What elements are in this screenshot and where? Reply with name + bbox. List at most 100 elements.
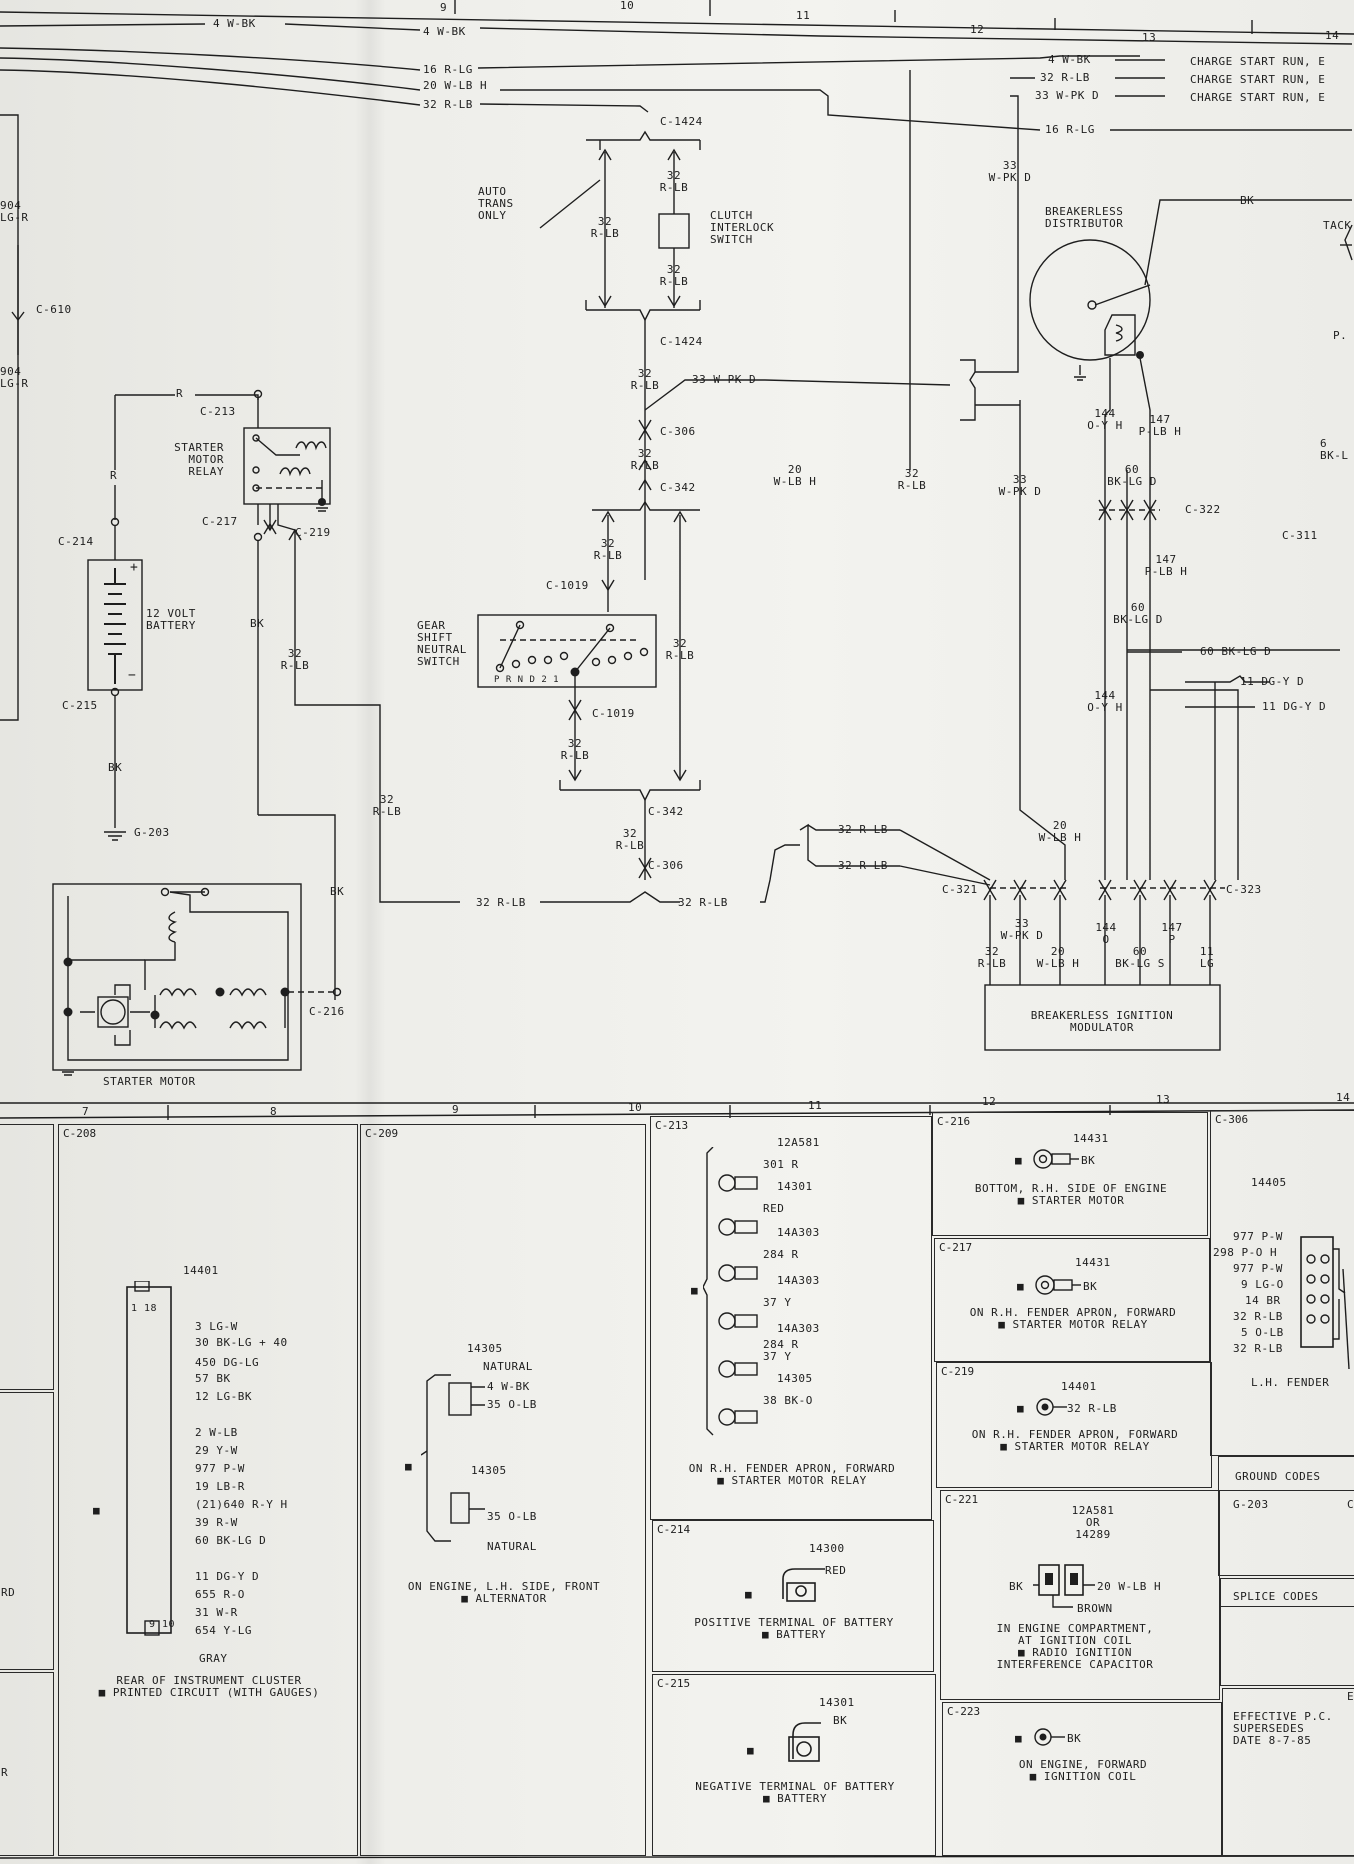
gear-contact: [607, 655, 617, 665]
c306-connector-body: [1300, 1236, 1350, 1369]
c208-pin: 655 R-O: [195, 1588, 245, 1601]
connector-label: C-322: [1185, 503, 1221, 516]
cell-id: C-209: [365, 1127, 399, 1140]
bullet: ■: [1015, 1154, 1023, 1167]
column-number: 12: [982, 1095, 997, 1108]
connector-label: C-216: [309, 1005, 345, 1018]
wire-label: 147 P: [1161, 921, 1183, 946]
wire-60-horizontal: [1127, 649, 1340, 653]
wire-label: 144 O-Y H: [1087, 407, 1123, 432]
wire-label: 147 P-LB H: [1138, 413, 1182, 438]
wire-label: 301 R: [763, 1158, 799, 1171]
gear-switch-box: [477, 614, 657, 688]
clutch-switch-label: CLUTCH INTERLOCK SWITCH: [710, 209, 775, 246]
gear-contact: [623, 651, 633, 661]
module-label: BREAKERLESS IGNITION MODULATOR: [1030, 1009, 1174, 1034]
cell-id: C-215: [657, 1677, 691, 1690]
c1424b-ticks: [585, 300, 701, 310]
wire-bk-tach: [1144, 199, 1352, 286]
wire-32-branch-a: [799, 823, 900, 867]
relay-arm: [255, 437, 300, 456]
starter-c216-terminal: [332, 987, 342, 997]
effective-date-cell: E EFFECTIVE P.C. SUPERSEDES DATE 8-7-85: [1222, 1688, 1354, 1856]
wire-label: 20 W-LB H: [1038, 819, 1082, 844]
c208-caption: REAR OF INSTRUMENT CLUSTER ■ PRINTED CIR…: [98, 1674, 320, 1699]
c208-pin: 30 BK-LG + 40: [195, 1336, 288, 1349]
column-number: 12: [970, 23, 985, 36]
c208-pin: 29 Y-W: [195, 1444, 238, 1457]
wire-label: 35 O-LB: [487, 1510, 537, 1523]
wire-label: 32 R-LB: [838, 823, 888, 836]
c342b-bracket: [560, 789, 700, 802]
battery-clamp-icon: [788, 1722, 821, 1762]
wire-label: BK: [1067, 1732, 1082, 1745]
cell-id: C-217: [939, 1241, 973, 1254]
auto-trans-label: AUTO TRANS ONLY: [478, 185, 514, 222]
wire-label: BK: [833, 1714, 848, 1727]
wire-4wbk: [0, 23, 421, 31]
splice-codes-divider: [1220, 1606, 1354, 1607]
c209-connector-body: [421, 1374, 485, 1542]
wire-32rlb-relay: [277, 504, 388, 903]
wire-32rlb-lower: [388, 844, 800, 903]
connector-label: C-215: [62, 699, 98, 712]
c208-pin: 12 LG-BK: [195, 1390, 252, 1403]
connector-label: C-306: [648, 859, 684, 872]
c306-caption: L.H. FENDER: [1251, 1376, 1330, 1389]
c208-pin: 19 LB-R: [195, 1480, 245, 1493]
connector-label: C-610: [36, 303, 72, 316]
distributor-label: BREAKERLESS DISTRIBUTOR: [1045, 205, 1124, 230]
cell-id: C-214: [657, 1523, 691, 1536]
wire-label: 11 DG-Y D: [1240, 675, 1305, 688]
c208-pin: (21)640 R-Y H: [195, 1498, 288, 1511]
gear-contact: [511, 659, 521, 669]
gear-switch-blades: [499, 624, 611, 673]
left-fragment-cell: RD: [0, 1392, 54, 1670]
wire-label: 20 W-LB H: [1097, 1580, 1162, 1593]
c213-terminals: [703, 1147, 758, 1436]
wire-32-to-module: [899, 829, 991, 886]
column-number: 7: [82, 1105, 90, 1118]
ring-terminal-icon: [1033, 1149, 1079, 1169]
wire-33-to-distributor-b: [764, 379, 951, 386]
wire-label: 904 LG-R: [0, 199, 29, 224]
wire-label: 32 R-LB: [897, 467, 927, 492]
splice-codes-title: SPLICE CODES: [1233, 1590, 1319, 1603]
ground-codes-cell: GROUND CODES G-203 C: [1218, 1456, 1354, 1576]
connector-label: C-219: [295, 526, 331, 539]
cell-id: C-216: [937, 1115, 971, 1128]
wire-label: 32 R-LB: [630, 367, 660, 392]
part-number: 14A303: [777, 1322, 820, 1335]
gear-contact: [495, 663, 505, 673]
wire-20wlbh: [0, 57, 1041, 131]
wire-label: 32 R-LB: [615, 827, 645, 852]
tach-label: TACK: [1323, 219, 1352, 232]
c306b-mark: [638, 857, 652, 879]
connector-label: C-306: [660, 425, 696, 438]
connector-label: C-342: [660, 481, 696, 494]
wire-label: RED: [825, 1564, 847, 1577]
c306-pin: 298 P-O H: [1213, 1246, 1278, 1259]
column-number: 14: [1336, 1091, 1351, 1104]
gear-bypass-arrows: [673, 510, 687, 782]
c1424b-bracket: [586, 309, 700, 322]
fragment-text: RD: [1, 1586, 16, 1599]
starter-terminal: [200, 887, 210, 897]
circuit-label: CHARGE START RUN, E: [1190, 73, 1326, 86]
wire-label: 4 W-BK: [1048, 53, 1091, 66]
wire-label: 60 BK-LG D: [1107, 463, 1157, 488]
wire-32rlb-relay-arrow: [288, 528, 302, 541]
ground-code-tail: C: [1347, 1498, 1354, 1511]
effective-text: EFFECTIVE P.C. SUPERSEDES DATE 8-7-85: [1233, 1710, 1333, 1747]
ground-codes-divider: [1218, 1490, 1354, 1491]
c306-pin: 5 O-LB: [1241, 1326, 1284, 1339]
cell-id: C-221: [945, 1493, 979, 1506]
module-connector-marks-b: [983, 888, 1217, 901]
wire-label: BK: [1240, 194, 1255, 207]
wire-label: 32 R-LB: [423, 98, 473, 111]
starter-solenoid-coil: [168, 911, 178, 943]
relay-c217-terminal: [253, 532, 263, 542]
c216-caption: BOTTOM, R.H. SIDE OF ENGINE ■ STARTER MO…: [974, 1182, 1168, 1207]
wire-label: 4 W-BK: [213, 17, 256, 30]
